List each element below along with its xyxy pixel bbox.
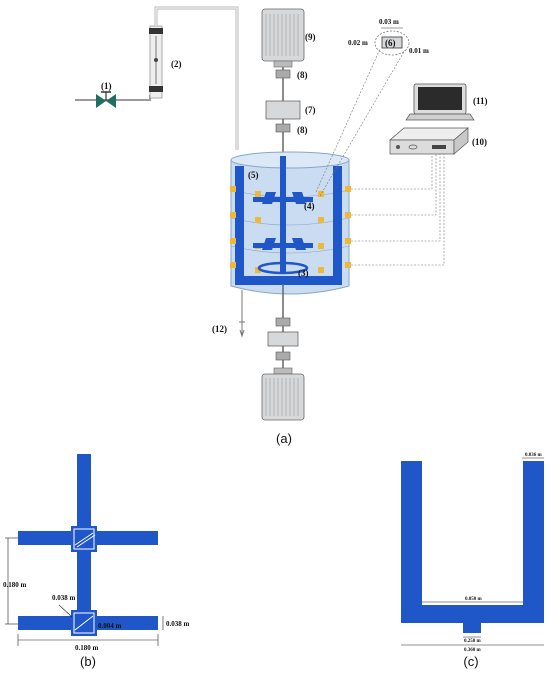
caption-c: (c) [463, 654, 478, 669]
label-computer: (11) [473, 96, 488, 106]
u-impeller [401, 461, 544, 633]
coupling-bottom-icon [275, 317, 291, 327]
computer-icon [405, 83, 475, 121]
label-baffle-impeller: (3) [298, 268, 309, 278]
dim-blade-angle-b: 0.038 m [52, 594, 76, 602]
data-logger-icon [389, 127, 469, 155]
caption-b: (b) [80, 654, 96, 669]
label-torque-sensor: (7) [305, 105, 316, 115]
torque-sensor-icon [265, 100, 301, 120]
motor-bottom-icon [261, 367, 305, 421]
dim-hub-c: 0.250 m [464, 639, 482, 644]
label-upper-impeller: (4) [304, 201, 315, 211]
label-sensor: (6) [385, 38, 396, 48]
label-valve: (1) [101, 81, 112, 91]
figure-c: 0.036 m 0.050 m 0.250 m 0.360 m (c) [401, 453, 544, 669]
figure-b: 0.180 m 0.180 m 0.038 m 0.038 m 0.004 m … [3, 454, 190, 669]
dim-span-b: 0.180 m [75, 644, 99, 652]
label-drain: (12) [212, 324, 227, 334]
figure-a: (1) (2) (9) (8) [75, 6, 488, 446]
dim-inner-c: 0.050 m [465, 597, 483, 602]
dimension-lines-b [5, 537, 164, 646]
dimension-lines-c [401, 457, 544, 646]
label-flowmeter: (2) [171, 59, 182, 69]
label-motor-top: (9) [305, 32, 316, 42]
impeller-assembly [253, 156, 313, 256]
coupling-mid-icon [275, 123, 291, 133]
dim-spacing-b: 0.180 m [3, 581, 27, 589]
label-coupling-top: (8) [297, 70, 308, 80]
motor-top-icon [261, 8, 305, 68]
label-coupling-mid: (8) [297, 125, 308, 135]
sensor-height-dim: 0.02 m [348, 39, 368, 47]
dim-slot-b: 0.004 m [98, 622, 122, 630]
gear-box-icon [267, 331, 299, 347]
dim-arm-width-c: 0.036 m [525, 453, 543, 458]
sensor-depth-dim: 0.01 m [409, 47, 429, 55]
flowmeter-icon [149, 25, 163, 99]
u-baffle [235, 166, 342, 285]
caption-a: (a) [276, 431, 292, 446]
dim-total-c: 0.360 m [464, 648, 482, 653]
valve-icon [96, 91, 116, 108]
bottom-impeller [257, 252, 309, 275]
dim-blade-height-b: 0.038 m [166, 620, 190, 628]
label-tank: (5) [248, 170, 259, 180]
sensor-detail [374, 27, 410, 56]
feed-pipe [154, 6, 239, 150]
coupling-top-icon [275, 69, 291, 79]
drain-icon [239, 290, 245, 338]
signal-wires [315, 48, 445, 266]
label-data-logger: (10) [472, 137, 487, 147]
cross-impeller [18, 454, 158, 636]
sensor-width-dim: 0.03 m [379, 18, 399, 26]
coupling-low-icon [275, 351, 291, 361]
